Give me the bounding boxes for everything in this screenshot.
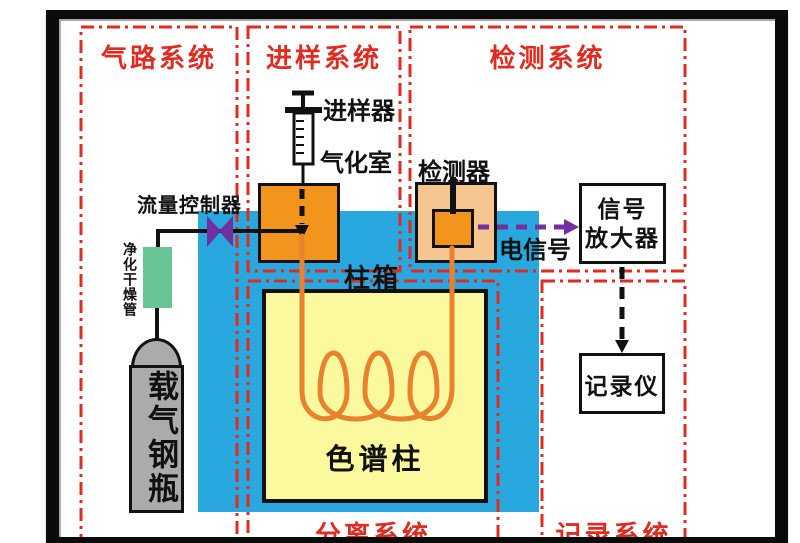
purifier-tube-label: 净化干燥管 bbox=[122, 242, 138, 317]
carrier-gas-line bbox=[156, 229, 305, 247]
purifier-tube-box bbox=[143, 247, 172, 308]
amplifier-to-recorder-arrow bbox=[615, 267, 629, 353]
amplifier-label-line1: 信号 bbox=[597, 195, 648, 222]
amplifier-label-line2: 放大器 bbox=[585, 224, 660, 251]
electric-signal-label: 电信号 bbox=[499, 237, 571, 264]
border-frame bbox=[46, 10, 788, 543]
signal-amplifier-box: 信号 放大器 bbox=[579, 183, 666, 264]
column-label: 色谱柱 bbox=[325, 444, 425, 476]
vaporizer-box bbox=[258, 183, 340, 263]
gas-cylinder-label: 载气钢瓶 bbox=[143, 370, 178, 506]
recorder-box: 记录仪 bbox=[579, 353, 665, 414]
region-box-detection bbox=[408, 25, 687, 273]
region-box-recording bbox=[540, 279, 687, 543]
column-oven-label: 柱箱 bbox=[344, 263, 401, 293]
flow-controller-label: 流量控制器 bbox=[137, 195, 242, 217]
syringe-icon bbox=[285, 90, 322, 184]
gas-cylinder-body bbox=[129, 365, 184, 513]
signal-arrow bbox=[478, 219, 579, 235]
region-box-injection bbox=[246, 25, 402, 273]
injector-label: 进样器 bbox=[323, 98, 395, 125]
sample-flow-arrow bbox=[295, 189, 309, 239]
column-coil bbox=[299, 233, 455, 422]
region-label-detection: 检测系统 bbox=[489, 43, 606, 73]
region-label-gas: 气路系统 bbox=[100, 43, 217, 73]
vaporizer-label: 气化室 bbox=[320, 150, 392, 177]
detector-label: 检测器 bbox=[418, 159, 490, 186]
region-box-separation bbox=[246, 279, 500, 543]
region-label-injection: 进样系统 bbox=[265, 43, 382, 73]
valve-icon bbox=[207, 216, 233, 247]
recorder-label: 记录仪 bbox=[584, 372, 660, 399]
region-box-gas bbox=[79, 25, 239, 543]
detector-inner-box bbox=[432, 209, 474, 248]
